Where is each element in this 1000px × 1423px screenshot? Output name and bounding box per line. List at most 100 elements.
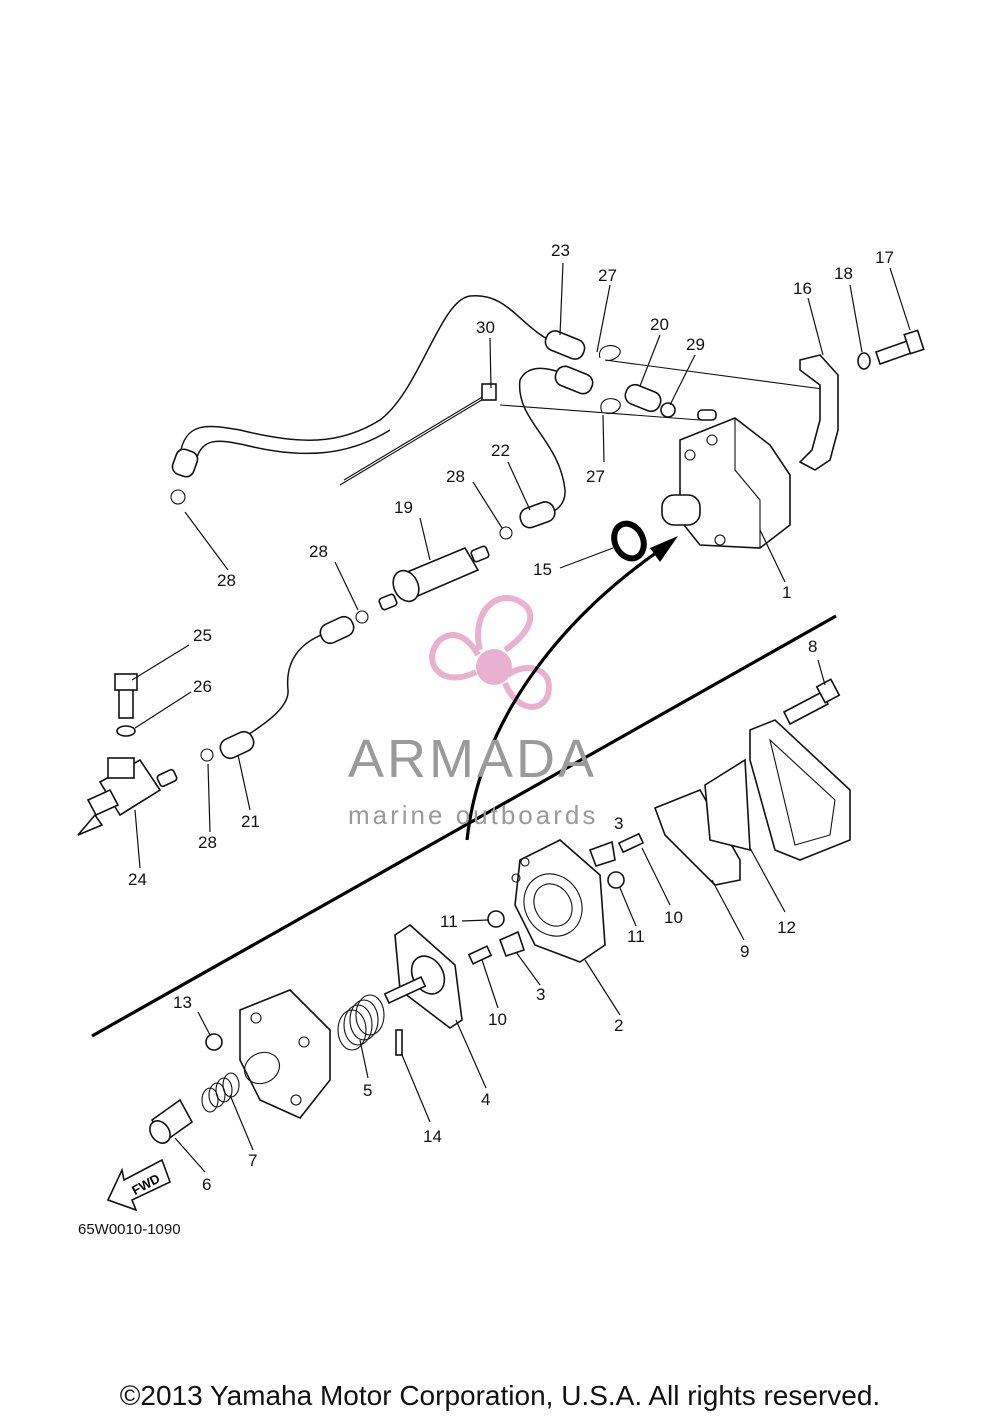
pump-base <box>239 989 331 1119</box>
callout-14: 14 <box>423 1127 442 1146</box>
cover-12-rib <box>769 738 836 846</box>
callout-30: 30 <box>476 318 495 337</box>
callout-13: 13 <box>173 993 192 1012</box>
callout-10-left: 10 <box>488 1010 507 1029</box>
callout-24: 24 <box>128 870 147 889</box>
callout-7: 7 <box>248 1151 257 1170</box>
callout-5: 5 <box>363 1081 372 1100</box>
clip-27-bottom <box>600 398 621 414</box>
clamp-29 <box>660 402 676 418</box>
callout-12: 12 <box>777 918 796 937</box>
callout-17: 17 <box>875 248 894 267</box>
watermark-brand-tagline: marine outboards <box>348 800 599 830</box>
callout-28-top: 28 <box>217 571 236 590</box>
diaphragm-4 <box>383 923 463 1029</box>
nut-11-left <box>487 910 505 928</box>
callout-28-bottom: 28 <box>198 833 217 852</box>
gasket-15 <box>611 520 647 562</box>
bracket-16 <box>798 354 839 471</box>
fuel-hose-21 <box>239 629 336 741</box>
callout-2: 2 <box>614 1016 623 1035</box>
bolt-17-head <box>903 329 925 355</box>
callout-27-top: 27 <box>598 266 617 285</box>
pointer-curve <box>465 548 661 841</box>
washer-26 <box>116 725 136 737</box>
joint-pipe-20 <box>624 383 662 413</box>
fuel-hose-22 <box>518 367 576 516</box>
hose-end-23 <box>544 330 586 360</box>
copyright-notice: ©2013 Yamaha Motor Corporation, U.S.A. A… <box>119 1380 881 1411</box>
fwd-arrow-icon: FWD <box>106 1158 172 1212</box>
pump-body-2 <box>511 839 606 963</box>
callout-25: 25 <box>193 626 212 645</box>
fuel-pump-assembly <box>661 409 791 549</box>
callout-28-left: 28 <box>309 542 328 561</box>
check-valve-paper <box>704 758 751 852</box>
callout-4: 4 <box>481 1090 490 1109</box>
callout-6: 6 <box>202 1175 211 1194</box>
hose-end-22 <box>519 501 556 529</box>
callout-8: 8 <box>808 637 817 656</box>
pin-14 <box>395 1029 403 1056</box>
callout-11-left: 11 <box>440 912 458 931</box>
callout-21: 21 <box>241 812 260 831</box>
callout-19: 19 <box>394 498 413 517</box>
divider-line <box>91 614 837 1038</box>
nut-13 <box>205 1033 223 1051</box>
fuel-hose-23-b <box>194 429 391 466</box>
callout-27-bottom: 27 <box>586 467 605 486</box>
callout-1: 1 <box>782 583 791 602</box>
fuel-hose-23 <box>179 295 561 456</box>
callout-26: 26 <box>193 677 212 696</box>
fuel-filter-19 <box>378 545 490 611</box>
hose-end-left <box>171 448 199 478</box>
screw-10-top <box>617 832 645 854</box>
hose-end-21 <box>219 730 255 760</box>
callout-labels: 23 27 20 29 30 16 18 17 22 27 28 19 28 1… <box>128 241 894 1194</box>
diaphragm-9 <box>653 788 741 886</box>
callout-20: 20 <box>650 315 669 334</box>
callout-11-right: 11 <box>627 927 645 946</box>
callout-23: 23 <box>551 241 570 260</box>
hose-end-22-top <box>554 365 594 395</box>
leader-lines <box>131 262 911 1173</box>
pointer-arrowhead <box>650 536 678 562</box>
washer-18 <box>857 352 871 370</box>
bolt-8 <box>782 690 830 726</box>
bolt-8-head <box>815 678 841 704</box>
clip-27-top <box>598 345 621 361</box>
plunger-6-end <box>149 1120 171 1144</box>
callout-3-top: 3 <box>614 814 623 833</box>
valve-3-top <box>588 840 616 867</box>
clip-28-d <box>200 748 214 762</box>
callout-29: 29 <box>686 335 705 354</box>
figure-code: 65W0010-1090 <box>78 1221 181 1238</box>
callout-15: 15 <box>533 560 552 579</box>
nut-11-right <box>607 871 625 889</box>
fuel-joint-24 <box>77 757 178 836</box>
callout-22: 22 <box>491 441 510 460</box>
dash-line-upper <box>499 359 831 421</box>
callout-9: 9 <box>740 942 749 961</box>
bolt-25 <box>118 687 134 719</box>
clip-28-a <box>170 489 186 505</box>
valve-3-bottom <box>498 930 526 958</box>
clip-28-b <box>499 526 513 540</box>
callout-16: 16 <box>793 279 812 298</box>
propeller-logo-icon <box>429 595 552 710</box>
clip-28-c <box>355 610 369 624</box>
callout-10-right: 10 <box>664 908 683 927</box>
hose-end-21-top <box>319 615 355 645</box>
callout-3-bottom: 3 <box>536 985 545 1004</box>
cover-12 <box>749 719 851 861</box>
watermark-brand-name: ARMADA <box>348 729 598 789</box>
bolt-25-head <box>114 673 138 691</box>
cable-tie-head <box>481 383 497 401</box>
callout-28-mid: 28 <box>446 467 465 486</box>
callout-18: 18 <box>834 264 853 283</box>
cable-tie <box>339 389 495 486</box>
screw-10-bottom <box>467 945 493 965</box>
spring-7 <box>201 1072 240 1113</box>
spring-5 <box>337 994 385 1051</box>
